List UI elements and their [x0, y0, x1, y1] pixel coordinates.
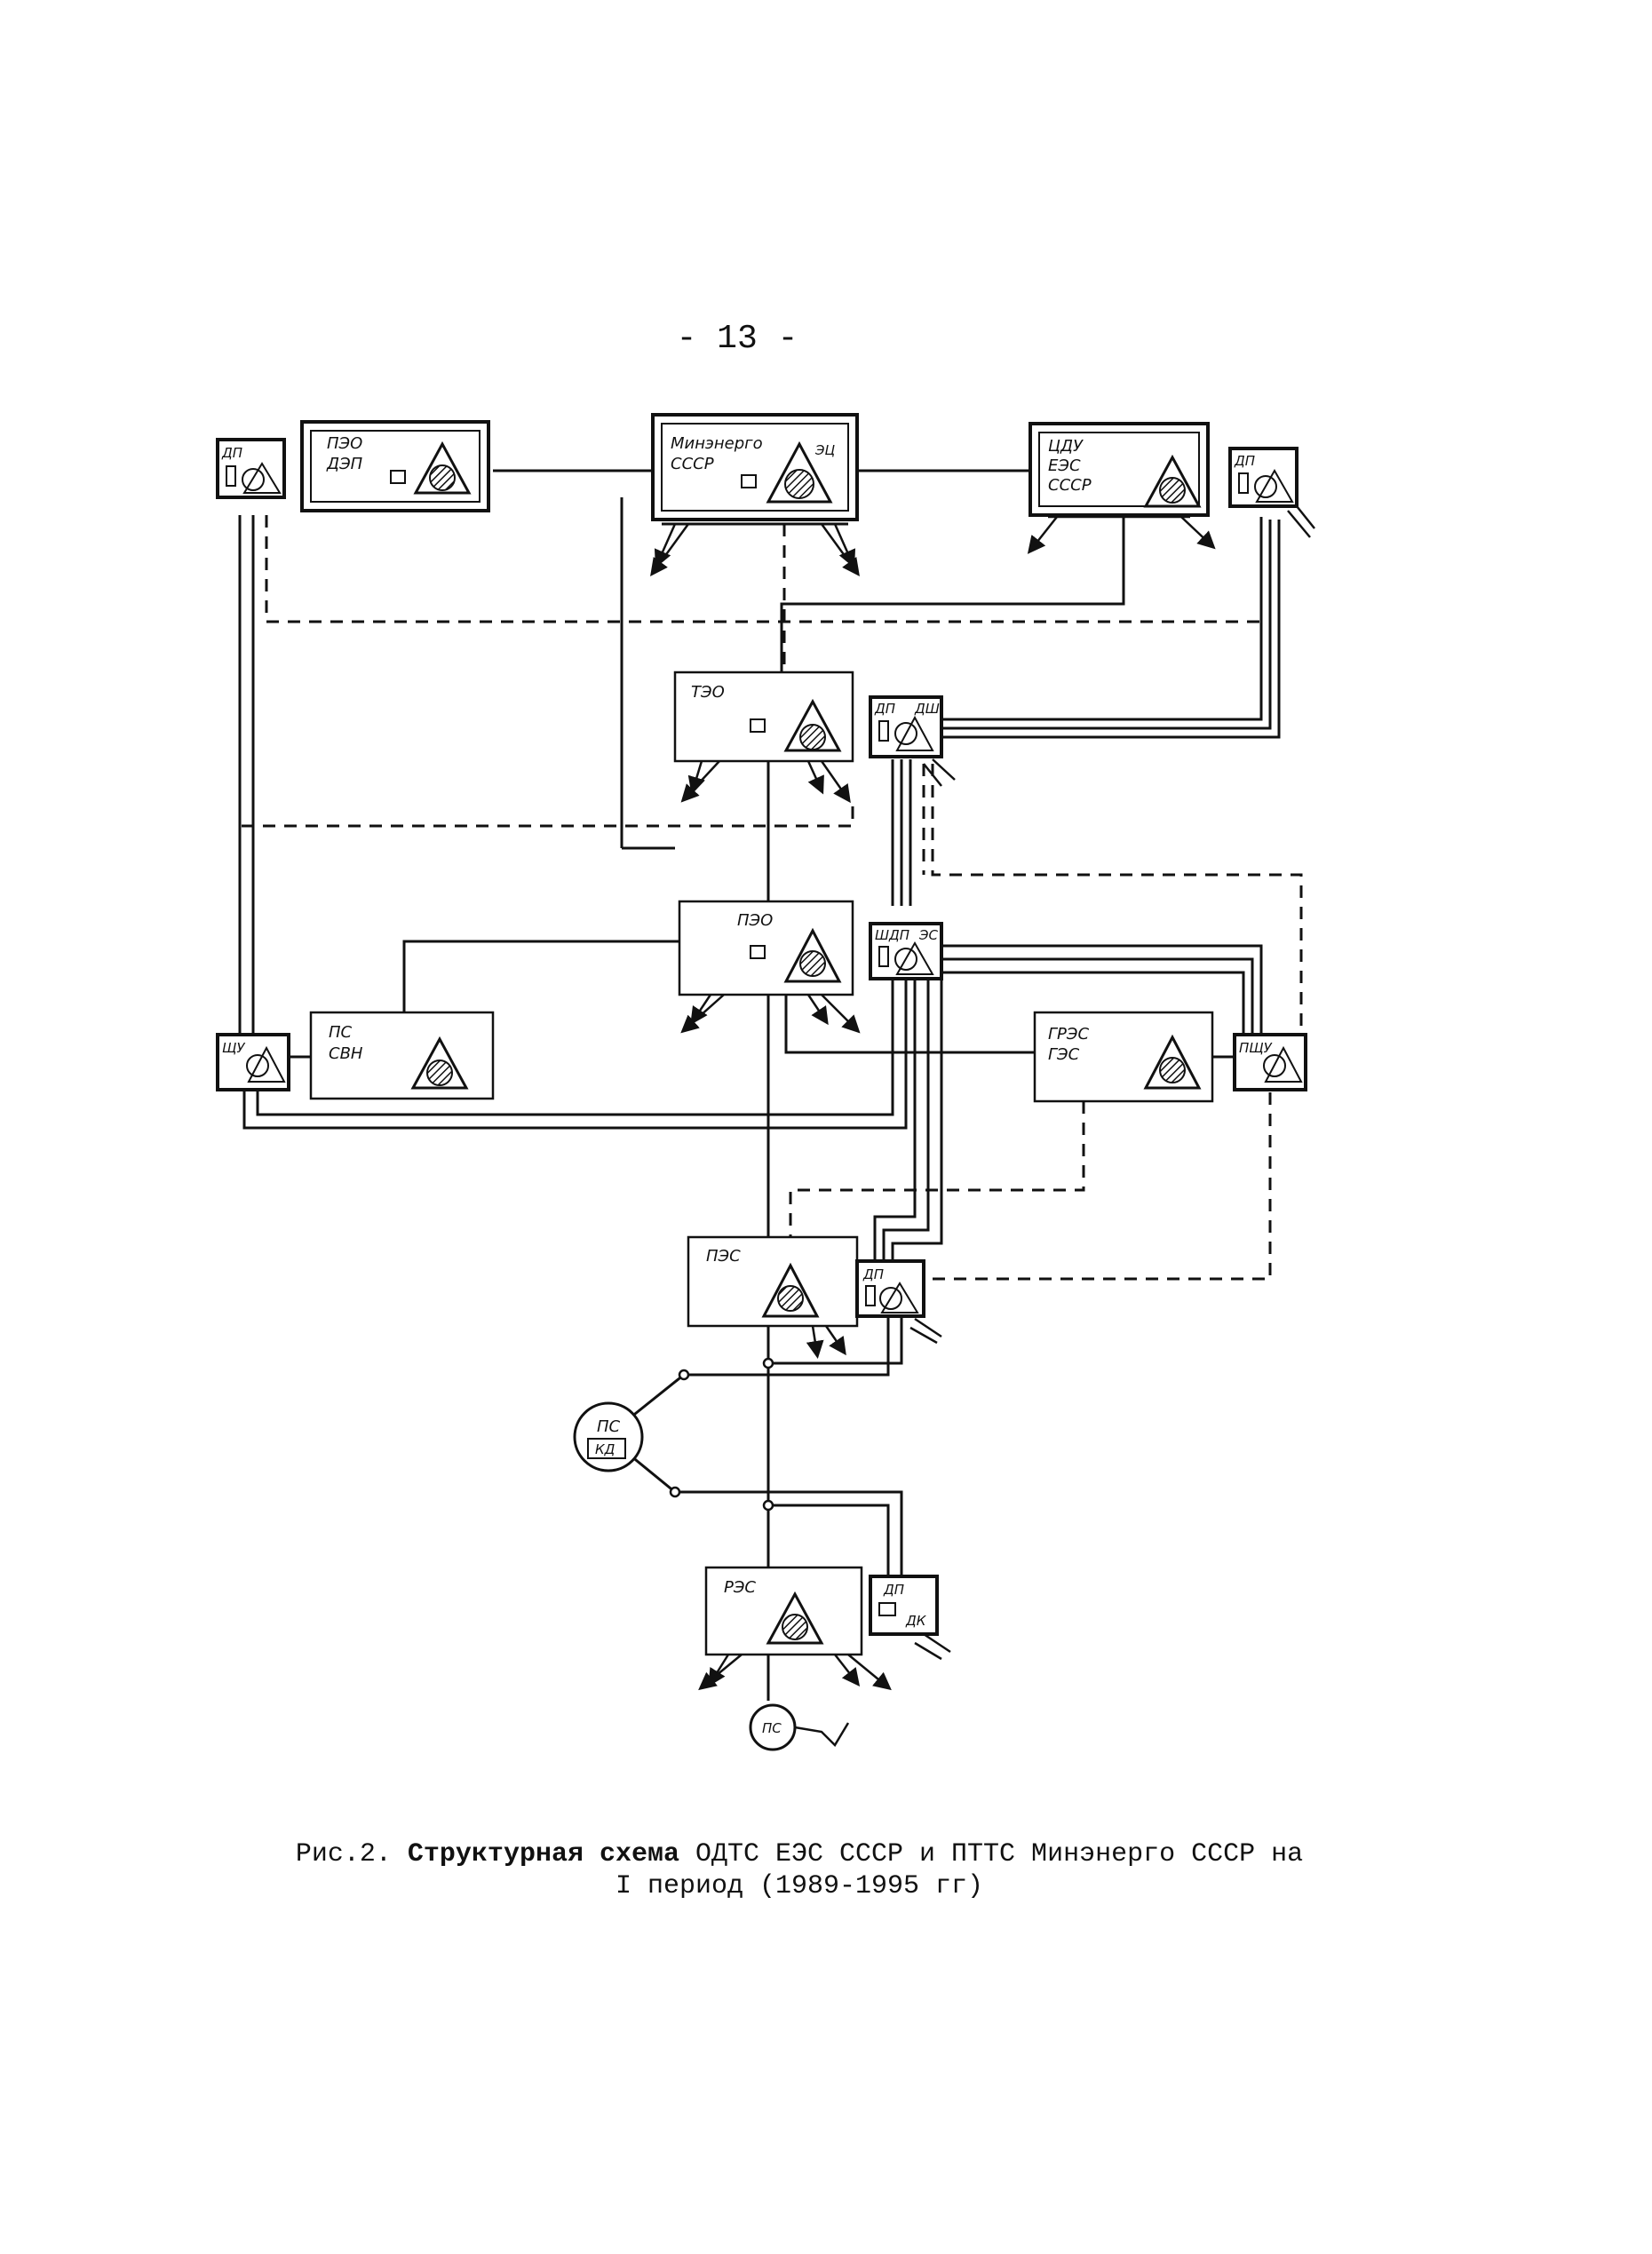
label-ees: ЕЭС	[1048, 456, 1081, 475]
caption-rest: ОДТС ЕЭС СССР и ПТТС Минэнерго СССР на	[695, 1839, 1304, 1869]
label-ps-2: ПС	[597, 1417, 621, 1436]
node-ps-bottom: ПС	[749, 1656, 850, 1751]
label-dp-4: ДП	[862, 1266, 884, 1282]
label-dk: ДК	[905, 1613, 927, 1629]
label-ps: ПС	[329, 1023, 353, 1042]
label-cdu: ЦДУ	[1048, 437, 1084, 456]
block-pzo-dzp: ПЭО ДЭП	[300, 420, 490, 512]
label-ec: ЭЦ	[814, 442, 835, 458]
block-teo: ТЭО	[673, 671, 854, 804]
block-dp-dk: ДП ДК	[869, 1575, 951, 1661]
block-pes: ПЭС	[687, 1235, 859, 1359]
block-minenergo: Минэнерго СССР ЭЦ	[650, 413, 860, 577]
block-gres-ges: ГРЭС ГЭС	[1033, 1011, 1235, 1103]
label-minenergo: Минэнерго	[671, 434, 763, 453]
caption-prefix: Рис.2.	[295, 1839, 392, 1869]
caption-bold: Структурная схема	[407, 1839, 679, 1869]
label-pes: ПЭС	[706, 1247, 741, 1266]
label-pshu: ПЩУ	[1239, 1040, 1273, 1056]
caption-line2: I период (1989-1995 гг)	[615, 1871, 984, 1901]
label-dp: ДП	[221, 445, 242, 461]
block-pzo: ПЭО	[678, 900, 861, 1034]
label-sssr-2: СССР	[1048, 476, 1092, 495]
block-shdp-es: ШДП ЭС	[869, 922, 943, 980]
label-gres: ГРЭС	[1048, 1025, 1089, 1044]
label-pzo-2: ПЭО	[737, 911, 773, 930]
label-ps-3: ПС	[762, 1720, 782, 1736]
label-shdp: ШДП	[875, 927, 909, 943]
label-dp-5: ДП	[883, 1582, 904, 1598]
block-shu: ЩУ	[216, 1033, 311, 1091]
label-svn: СВН	[329, 1044, 363, 1063]
block-res: РЭС	[698, 1566, 892, 1691]
label-pzo: ПЭО	[327, 434, 362, 453]
block-dp-top-left: ДП	[216, 438, 286, 499]
label-res: РЭС	[724, 1578, 756, 1597]
label-sssr: СССР	[671, 455, 714, 473]
block-ps-svn: ПС СВН	[309, 1011, 495, 1100]
label-dzp: ДЭП	[326, 455, 363, 473]
figure-caption: Рис.2. Структурная схема ОДТС ЕЭС СССР и…	[133, 1838, 1465, 1902]
node-ps-kd: ПС КД	[573, 1401, 644, 1472]
label-kd: КД	[595, 1441, 616, 1457]
junction-dots	[669, 1357, 774, 1512]
label-dp-3: ДП	[874, 701, 895, 717]
label-dsh: ДШ	[914, 701, 940, 717]
connection-lines	[238, 469, 1303, 1696]
block-cdu: ЦДУ ЕЭС СССР	[1027, 422, 1216, 554]
label-dp-2: ДП	[1234, 453, 1255, 469]
block-pshu: ПЩУ	[1233, 1033, 1307, 1091]
label-es: ЭС	[918, 927, 938, 943]
label-teo: ТЭО	[691, 683, 725, 702]
page-number: - 13 -	[676, 320, 798, 358]
label-shu: ЩУ	[222, 1040, 245, 1056]
block-pes-dp: ДП	[855, 1259, 942, 1345]
block-dp-top-right: ДП	[1228, 447, 1315, 538]
label-ges: ГЭС	[1048, 1045, 1080, 1064]
block-dp-dsh: ДП ДШ	[869, 695, 956, 787]
